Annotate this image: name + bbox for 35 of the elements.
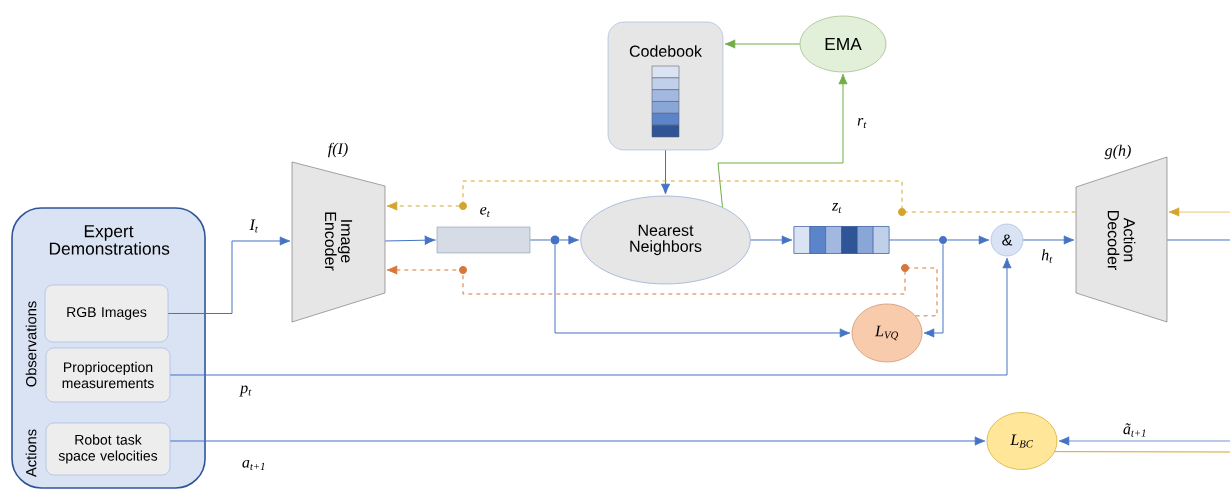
arrow xyxy=(946,235,990,245)
encoder-trapezoid: Image Encoder xyxy=(291,161,386,323)
arrow xyxy=(923,243,944,338)
arrow xyxy=(386,264,938,317)
ellipse-node: & xyxy=(990,223,1024,257)
input-box: Robot task space velocities xyxy=(45,422,171,476)
edge-label: p$_{t}$ xyxy=(238,384,254,398)
input-box: Proprioception measurements xyxy=(45,347,171,403)
side-label: Observations xyxy=(25,301,37,387)
input-box: RGB Images xyxy=(44,284,169,343)
side-label: Actions xyxy=(25,429,37,477)
vector-bar xyxy=(793,226,890,254)
arrow xyxy=(169,257,1012,376)
arrow xyxy=(169,436,986,446)
arrow xyxy=(386,180,1077,216)
ellipse-node: Nearest Neighbors xyxy=(580,195,751,285)
arrow xyxy=(554,244,851,338)
edge-label: a$_{t+1}$ xyxy=(240,458,268,472)
arrow xyxy=(717,73,848,208)
vector-bar xyxy=(436,226,531,254)
symbol-label: e$_{t}$ xyxy=(480,207,490,217)
arrow xyxy=(660,149,671,195)
arrow xyxy=(1022,235,1075,245)
ellipse-node: EMA xyxy=(799,15,887,73)
arrow xyxy=(167,236,291,314)
arrow xyxy=(724,39,801,49)
symbol-label: z$_{t}$ xyxy=(831,203,842,213)
arrow xyxy=(384,235,436,245)
edge-label: I$_{t}$ xyxy=(248,218,260,234)
edge-label: r$_{t}$ xyxy=(855,116,869,130)
symbol-label: f(I) xyxy=(328,142,348,158)
edge-label: h$_{t}$ xyxy=(1039,247,1055,265)
edge-label: ã$_{t+1}$ xyxy=(1121,422,1149,438)
arrow xyxy=(559,235,579,245)
arrow xyxy=(750,235,793,245)
